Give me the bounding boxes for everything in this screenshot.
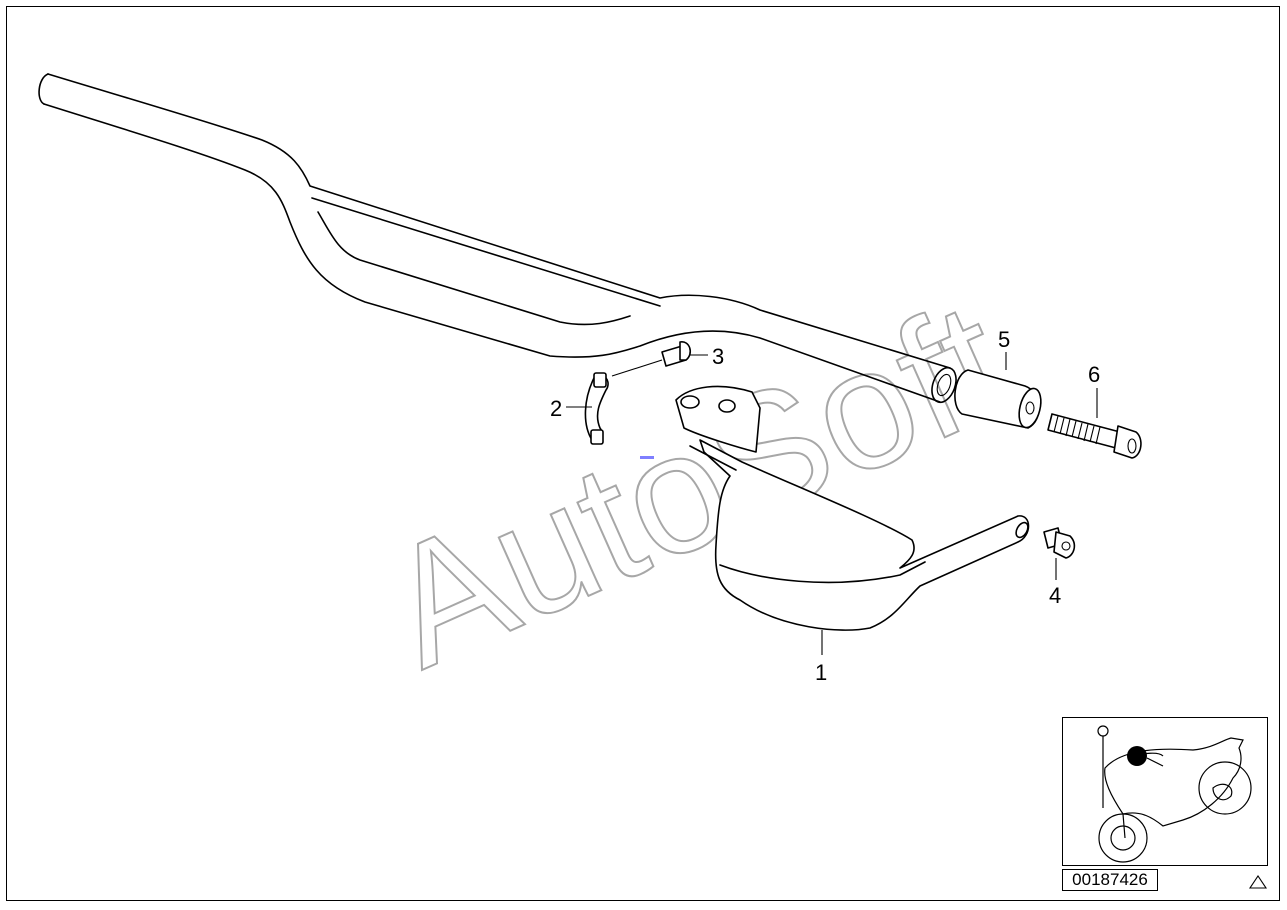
nut[interactable] — [1043, 527, 1076, 559]
callout-4: 4 — [1049, 583, 1061, 608]
reference-number: 00187426 — [1062, 869, 1158, 891]
motorcycle-location-icon — [1097, 725, 1252, 863]
svg-text:AutoSoft: AutoSoft — [359, 265, 1032, 704]
triangle-icon — [1248, 875, 1268, 889]
marker-dash — [640, 456, 654, 459]
hand-guard[interactable] — [675, 385, 1030, 631]
callout-2: 2 — [550, 396, 562, 421]
leader-lines — [566, 352, 1098, 655]
callout-5: 5 — [998, 327, 1010, 352]
bar-end-weight[interactable] — [954, 369, 1045, 430]
watermark: AutoSoft — [358, 264, 1033, 705]
callout-3: 3 — [712, 344, 724, 369]
callout-1: 1 — [815, 660, 827, 685]
diagram-frame — [6, 6, 1280, 901]
clamp[interactable] — [584, 372, 609, 445]
short-bolt[interactable] — [661, 341, 692, 367]
long-bolt[interactable] — [1047, 413, 1142, 459]
locator-thumbnail — [1062, 717, 1268, 866]
callout-6: 6 — [1088, 362, 1100, 387]
handlebar[interactable] — [38, 73, 960, 406]
